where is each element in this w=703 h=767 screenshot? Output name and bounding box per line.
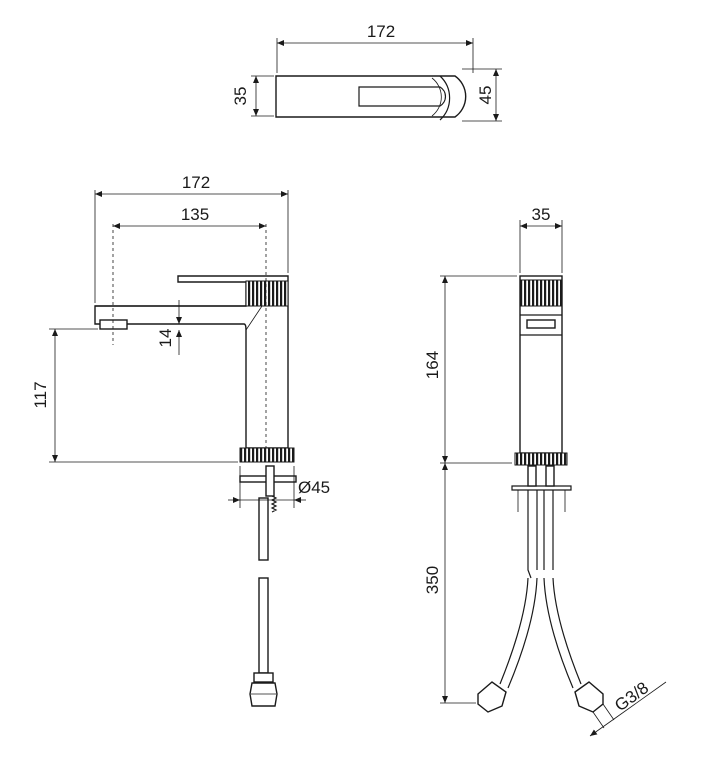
top-width-label: 172 — [367, 22, 395, 41]
side-drop-label: 14 — [156, 329, 175, 348]
top-height-label: 35 — [231, 87, 250, 106]
front-hose-nut-left — [477, 681, 507, 713]
side-knurled-handle — [245, 280, 289, 307]
front-mount-legs — [517, 490, 566, 512]
front-hose-left-upper — [527, 490, 532, 579]
front-thread-label: G3/8 — [611, 678, 652, 715]
front-shank-right — [545, 465, 555, 487]
front-hose-length-label: 350 — [423, 566, 442, 594]
front-width-label: 35 — [532, 205, 551, 224]
front-body-height-label: 164 — [423, 351, 442, 379]
front-hose-left-bend-inner — [507, 577, 538, 689]
front-base-ring — [514, 452, 568, 466]
side-shank — [265, 465, 275, 497]
front-aerator — [526, 319, 556, 329]
side-overall-label: 172 — [182, 173, 210, 192]
front-mount-plate — [511, 485, 572, 491]
side-body — [94, 275, 289, 449]
side-spout-label: 135 — [181, 205, 209, 224]
side-threaded-rod — [270, 495, 278, 513]
side-hose-lower — [258, 577, 269, 674]
front-thread-leader — [589, 718, 615, 737]
front-hose-right-bend-inner — [543, 577, 574, 689]
top-view-outline — [275, 75, 467, 118]
side-base-diameter-label: Ø45 — [298, 478, 330, 497]
front-view: 35 164 350 G3/8 — [423, 205, 667, 737]
front-knurled-handle — [519, 279, 563, 307]
front-hose-left-bend-outer — [499, 577, 529, 685]
front-hose-nut-right — [574, 681, 604, 713]
side-hose-upper — [258, 497, 269, 561]
side-base-ring — [239, 447, 295, 463]
top-view-rim-arc — [439, 75, 451, 121]
side-hose-ferrule — [253, 672, 274, 683]
side-view: 172 135 14 117 Ø45 — [31, 173, 330, 707]
front-thread-leader-ext — [613, 681, 667, 720]
side-height-label: 117 — [31, 381, 50, 408]
side-aerator — [99, 319, 128, 330]
side-hose-nut — [249, 682, 278, 707]
top-rim-label: 45 — [476, 86, 495, 105]
front-shank-left — [527, 465, 537, 487]
top-view-inner-arc — [431, 77, 442, 117]
front-hose-right-bend-outer — [552, 577, 582, 685]
top-view: 172 35 45 — [231, 22, 502, 122]
